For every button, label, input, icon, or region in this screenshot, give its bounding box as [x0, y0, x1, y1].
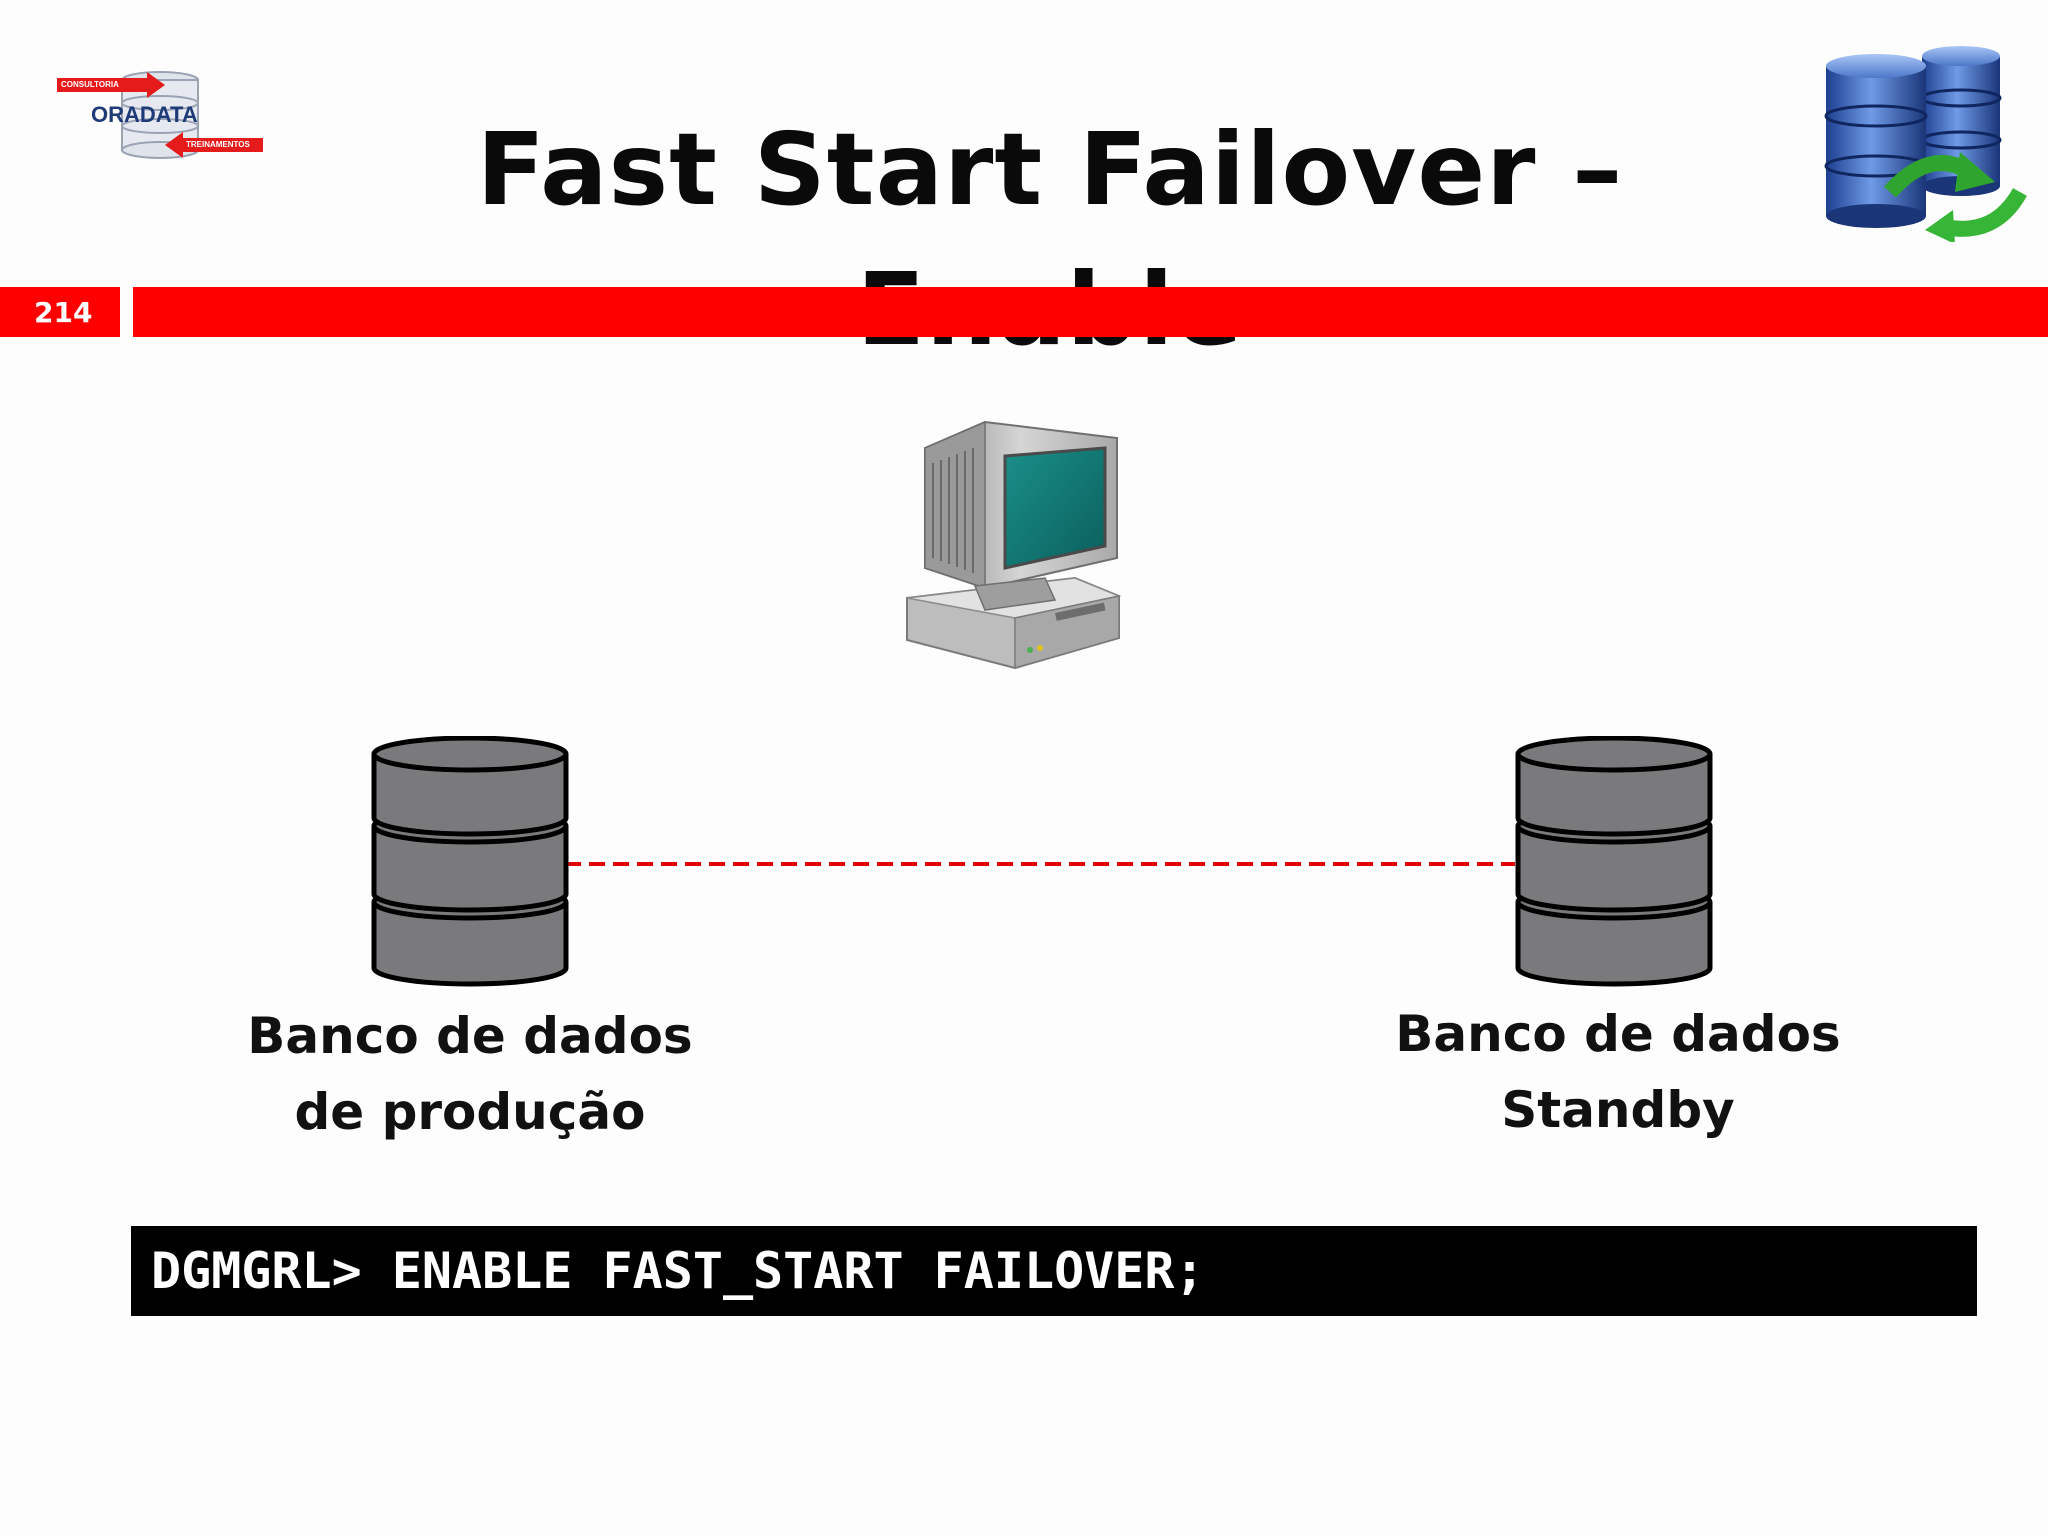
primary-label-line2: de produção: [294, 1083, 646, 1141]
primary-database-icon: [368, 735, 572, 990]
slide-title: Fast Start Failover – Enable: [476, 111, 1624, 368]
header-divider-bar: [133, 287, 2048, 337]
primary-label-line1: Banco de dados: [247, 1007, 693, 1065]
dgmgrl-command: DGMGRL> ENABLE FAST_START FAILOVER;: [131, 1226, 1977, 1316]
standby-label-line2: Standby: [1501, 1081, 1735, 1139]
slide-number: 214: [0, 287, 120, 337]
logo-bottom-tag: TREINAMENTOS: [186, 140, 250, 149]
computer-workstation-icon: [905, 418, 1123, 673]
logo-name: ORADATA: [91, 102, 198, 127]
logo-top-tag: CONSULTORIA: [61, 80, 119, 89]
primary-database-label: Banco de dados de produção: [220, 998, 720, 1150]
database-sync-icon: [1820, 42, 2030, 244]
standby-database-icon: [1512, 735, 1716, 990]
standby-database-label: Banco de dados Standby: [1368, 996, 1868, 1148]
standby-label-line1: Banco de dados: [1395, 1005, 1841, 1063]
company-logo: CONSULTORIA ORADATA TREINAMENTOS: [55, 68, 265, 164]
replication-link: [565, 862, 1515, 866]
